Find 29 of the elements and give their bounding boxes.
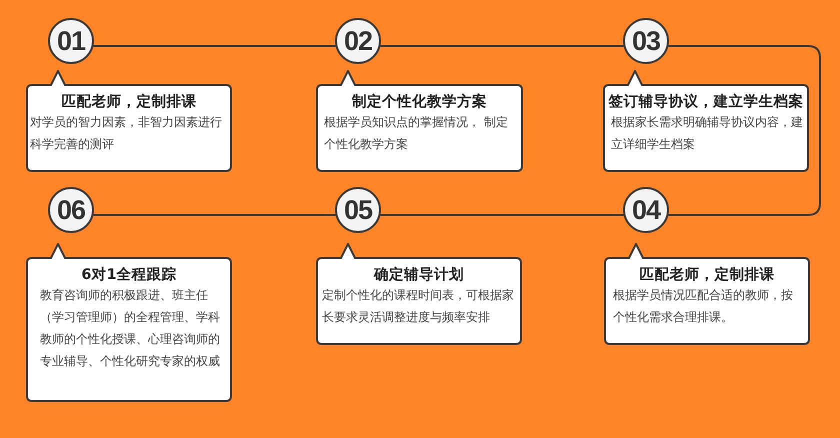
callout-text: 根据学员情况匹配合适的教师，按个性化需求合理排课。 [613,287,794,326]
step-number-circle: 05 [335,187,381,233]
step-number-circle: 06 [48,187,94,233]
step-number-circle: 03 [623,18,669,64]
connector-line [93,214,336,216]
callout-text: 对学员的智力因素，非智力因素进行科学完善的测评 [30,114,223,153]
step-number-circle: 01 [48,18,94,64]
callout-heading: 匹配老师，定制排课 [60,92,198,111]
step-number-circle: 04 [623,187,669,233]
callout-box [316,243,522,345]
callout-heading: 匹配老师，定制排课 [638,266,776,284]
callout-heading: 制定个性化教学方案 [350,92,488,111]
callout-heading: 签订辅导协议，建立学生档案 [608,92,804,111]
step-number-circle: 02 [335,18,381,64]
callout-text: 根据家长需求明确辅导协议内容，建立详细学生档案 [611,114,804,153]
connector-line [380,214,624,216]
callout-text: 根据学员知识点的掌握情况， 制定个性化教学方案 [324,114,509,153]
callout-text: 教育咨询师的积极跟进、班主任（学习管理师）的全程管理、学科教师的个性化授课、心理咨询师的专业辅导、个性化研究专家的权威 [40,287,220,370]
callout-box [316,70,523,172]
connector-line [380,45,624,47]
callout-box [604,243,810,345]
callout-box [603,70,809,172]
callout-heading: 6对1全程跟踪 [80,266,178,284]
connector-line [93,45,336,47]
callout-text: 定制个性化的课程时间表，可根据家长要求灵活调整进度与频率安排 [322,287,515,326]
callout-box [26,243,232,402]
callout-box [26,70,232,172]
connector-line [668,45,821,216]
callout-heading: 确定辅导计划 [372,266,465,284]
